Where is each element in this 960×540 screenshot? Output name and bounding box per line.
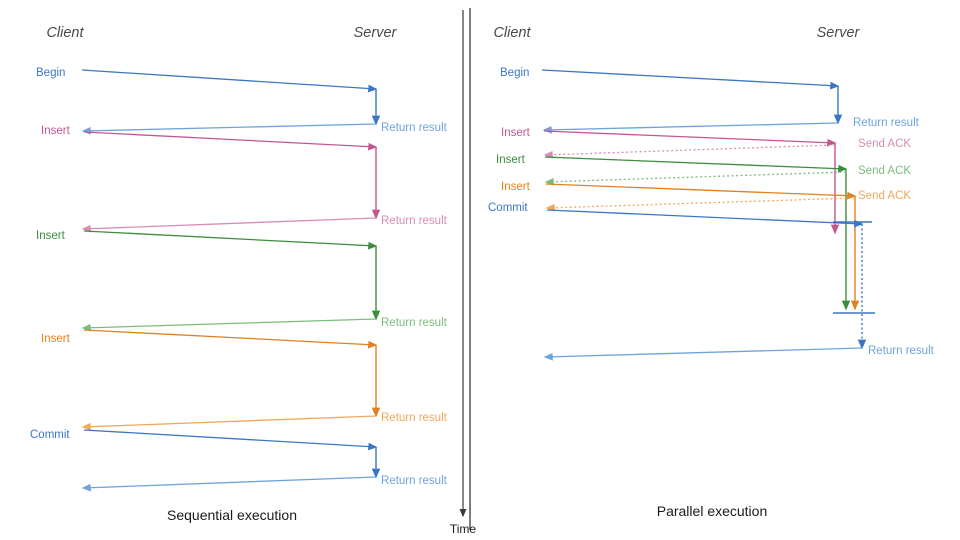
actor-label-server: Server — [354, 25, 398, 41]
panel-caption: Sequential execution — [167, 507, 297, 523]
message-label: Insert — [36, 230, 66, 242]
message-label: Return result — [853, 117, 920, 129]
message-label: Insert — [41, 125, 71, 137]
actor-label-client: Client — [493, 25, 531, 41]
message-arrow-request — [544, 156, 848, 173]
message-label: Begin — [500, 67, 529, 79]
message-label: Return result — [381, 122, 448, 134]
message-arrow-response — [81, 217, 377, 233]
message-label: Send ACK — [858, 138, 911, 150]
message-arrow-request — [83, 230, 378, 250]
message-label: Begin — [36, 67, 65, 79]
message-arrow-request — [546, 209, 864, 228]
message-label: Insert — [496, 154, 526, 166]
message-arrow-request — [83, 429, 378, 451]
message-label: Commit — [30, 429, 70, 441]
message-arrow-response — [81, 476, 377, 492]
message-label: Send ACK — [858, 165, 911, 177]
message-arrow-request — [543, 130, 837, 147]
message-label: Return result — [381, 215, 448, 227]
message-label: Commit — [488, 202, 528, 214]
message-arrow-request — [541, 69, 840, 90]
actor-label-server: Server — [817, 25, 861, 41]
message-label: Send ACK — [858, 190, 911, 202]
message-label: Insert — [41, 333, 71, 345]
message-label: Insert — [501, 181, 531, 193]
message-arrow-response — [81, 123, 377, 135]
time-axis: Time — [450, 10, 477, 536]
message-label: Return result — [381, 317, 448, 329]
message-arrow-response — [543, 144, 836, 159]
panel-caption: Parallel execution — [657, 503, 768, 519]
message-arrow-request — [83, 329, 378, 349]
message-arrow-response — [81, 318, 377, 332]
message-arrow-response — [81, 415, 377, 431]
message-label: Return result — [381, 475, 448, 487]
message-arrow-response — [543, 347, 863, 361]
message-label: Return result — [381, 412, 448, 424]
actor-label-client: Client — [46, 25, 84, 41]
message-arrow-request — [81, 69, 378, 93]
message-label: Insert — [501, 127, 531, 139]
message-arrow-response — [544, 171, 847, 186]
message-arrow-response — [542, 122, 839, 134]
message-arrow-response — [545, 197, 856, 212]
message-arrow-request — [545, 183, 857, 200]
message-label: Return result — [868, 345, 935, 357]
time-axis-label: Time — [450, 522, 477, 536]
message-arrow-request — [83, 131, 378, 151]
